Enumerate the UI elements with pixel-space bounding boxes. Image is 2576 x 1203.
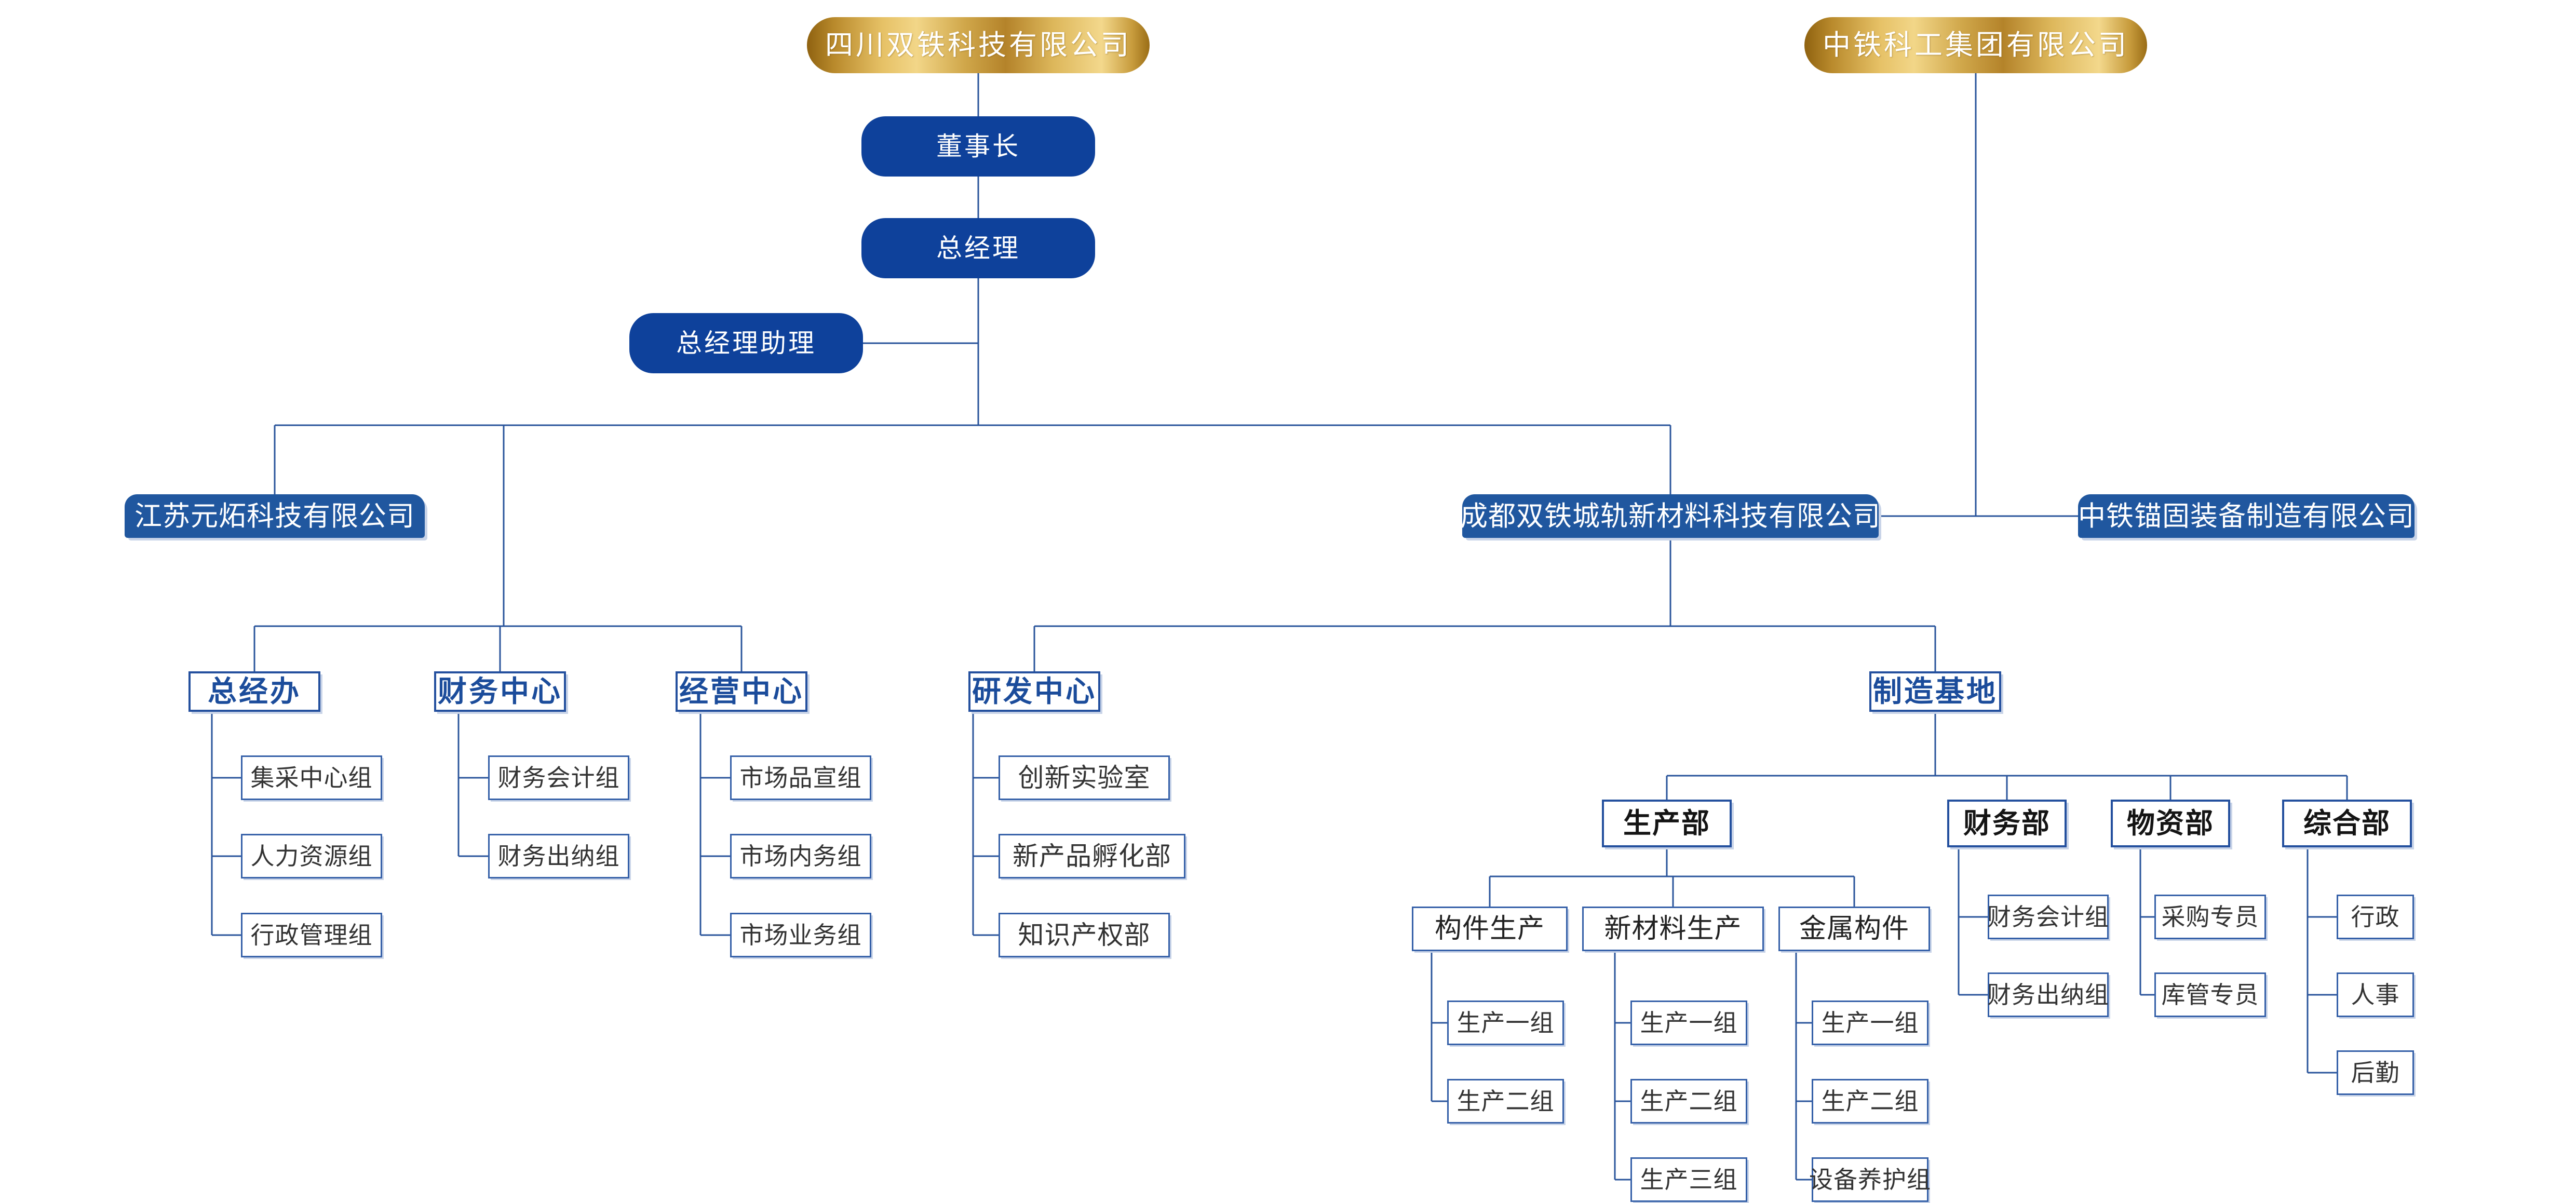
node-leaf-logistics: 后勤 [2337, 1050, 2414, 1095]
node-leaf-personnel: 人事 [2337, 972, 2414, 1017]
node-leaf-equipment-maintenance: 设备养护组 [1809, 1157, 1931, 1202]
node-leaf-component-team2: 生产二组 [1447, 1079, 1564, 1124]
node-grp-central-procurement: 集采中心组 [241, 755, 382, 800]
node-part-general-affairs: 综合部 [2282, 800, 2412, 847]
node-part-materials: 物资部 [2111, 800, 2230, 847]
node-part-production: 生产部 [1602, 800, 1732, 847]
node-leaf-purchasing-specialist: 采购专员 [2154, 895, 2266, 939]
node-grp-new-product-incubation: 新产品孵化部 [999, 834, 1185, 878]
node-grp-market-internal: 市场内务组 [730, 834, 871, 878]
node-grp-admin-management: 行政管理组 [241, 913, 382, 957]
node-general-manager: 总经理 [861, 218, 1095, 278]
node-grp-finance-accounting: 财务会计组 [488, 755, 629, 800]
node-leaf-warehouse-specialist: 库管专员 [2154, 972, 2266, 1017]
node-leaf-newmat-team1: 生产一组 [1630, 1001, 1747, 1045]
node-dept-manufacturing-base: 制造基地 [1869, 671, 2001, 712]
node-mid-metal-components: 金属构件 [1778, 907, 1930, 951]
node-dept-gm-office: 总经办 [188, 671, 320, 712]
node-leaf-component-team1: 生产一组 [1447, 1001, 1564, 1045]
node-leaf-metal-team1: 生产一组 [1812, 1001, 1928, 1045]
node-grp-human-resources: 人力资源组 [241, 834, 382, 878]
node-leaf-newmat-team2: 生产二组 [1630, 1079, 1747, 1124]
node-leaf-metal-team2: 生产二组 [1812, 1079, 1928, 1124]
node-gm-assistant: 总经理助理 [629, 313, 863, 373]
node-sub-chengdu-rail-materials: 成都双铁城轨新材料科技有限公司 [1460, 494, 1880, 538]
node-mid-new-material-production: 新材料生产 [1582, 907, 1764, 951]
node-dept-operations-center: 经营中心 [676, 671, 807, 712]
node-leaf-base-cashier: 财务出纳组 [1987, 972, 2109, 1017]
node-sichuan-shuangtie: 四川双铁科技有限公司 [807, 17, 1150, 73]
node-leaf-administration: 行政 [2337, 895, 2414, 939]
node-zhongtie-kegong: 中铁科工集团有限公司 [1804, 17, 2147, 73]
node-leaf-base-accounting: 财务会计组 [1987, 895, 2109, 939]
node-dept-rd-center: 研发中心 [968, 671, 1100, 712]
node-leaf-newmat-team3: 生产三组 [1630, 1157, 1747, 1202]
node-mid-component-production: 构件生产 [1412, 907, 1568, 951]
node-grp-finance-cashier: 财务出纳组 [488, 834, 629, 878]
node-sub-zhongtie-anchor: 中铁锚固装备制造有限公司 [2078, 494, 2415, 538]
node-grp-market-branding: 市场品宣组 [730, 755, 871, 800]
node-grp-market-sales: 市场业务组 [730, 913, 871, 957]
node-chairman: 董事长 [861, 116, 1095, 177]
node-grp-innovation-lab: 创新实验室 [999, 755, 1170, 800]
node-part-finance: 财务部 [1947, 800, 2067, 847]
node-grp-intellectual-property: 知识产权部 [999, 913, 1170, 957]
node-dept-finance-center: 财务中心 [434, 671, 566, 712]
node-sub-jiangsu-yuanshi: 江苏元炻科技有限公司 [125, 494, 425, 538]
